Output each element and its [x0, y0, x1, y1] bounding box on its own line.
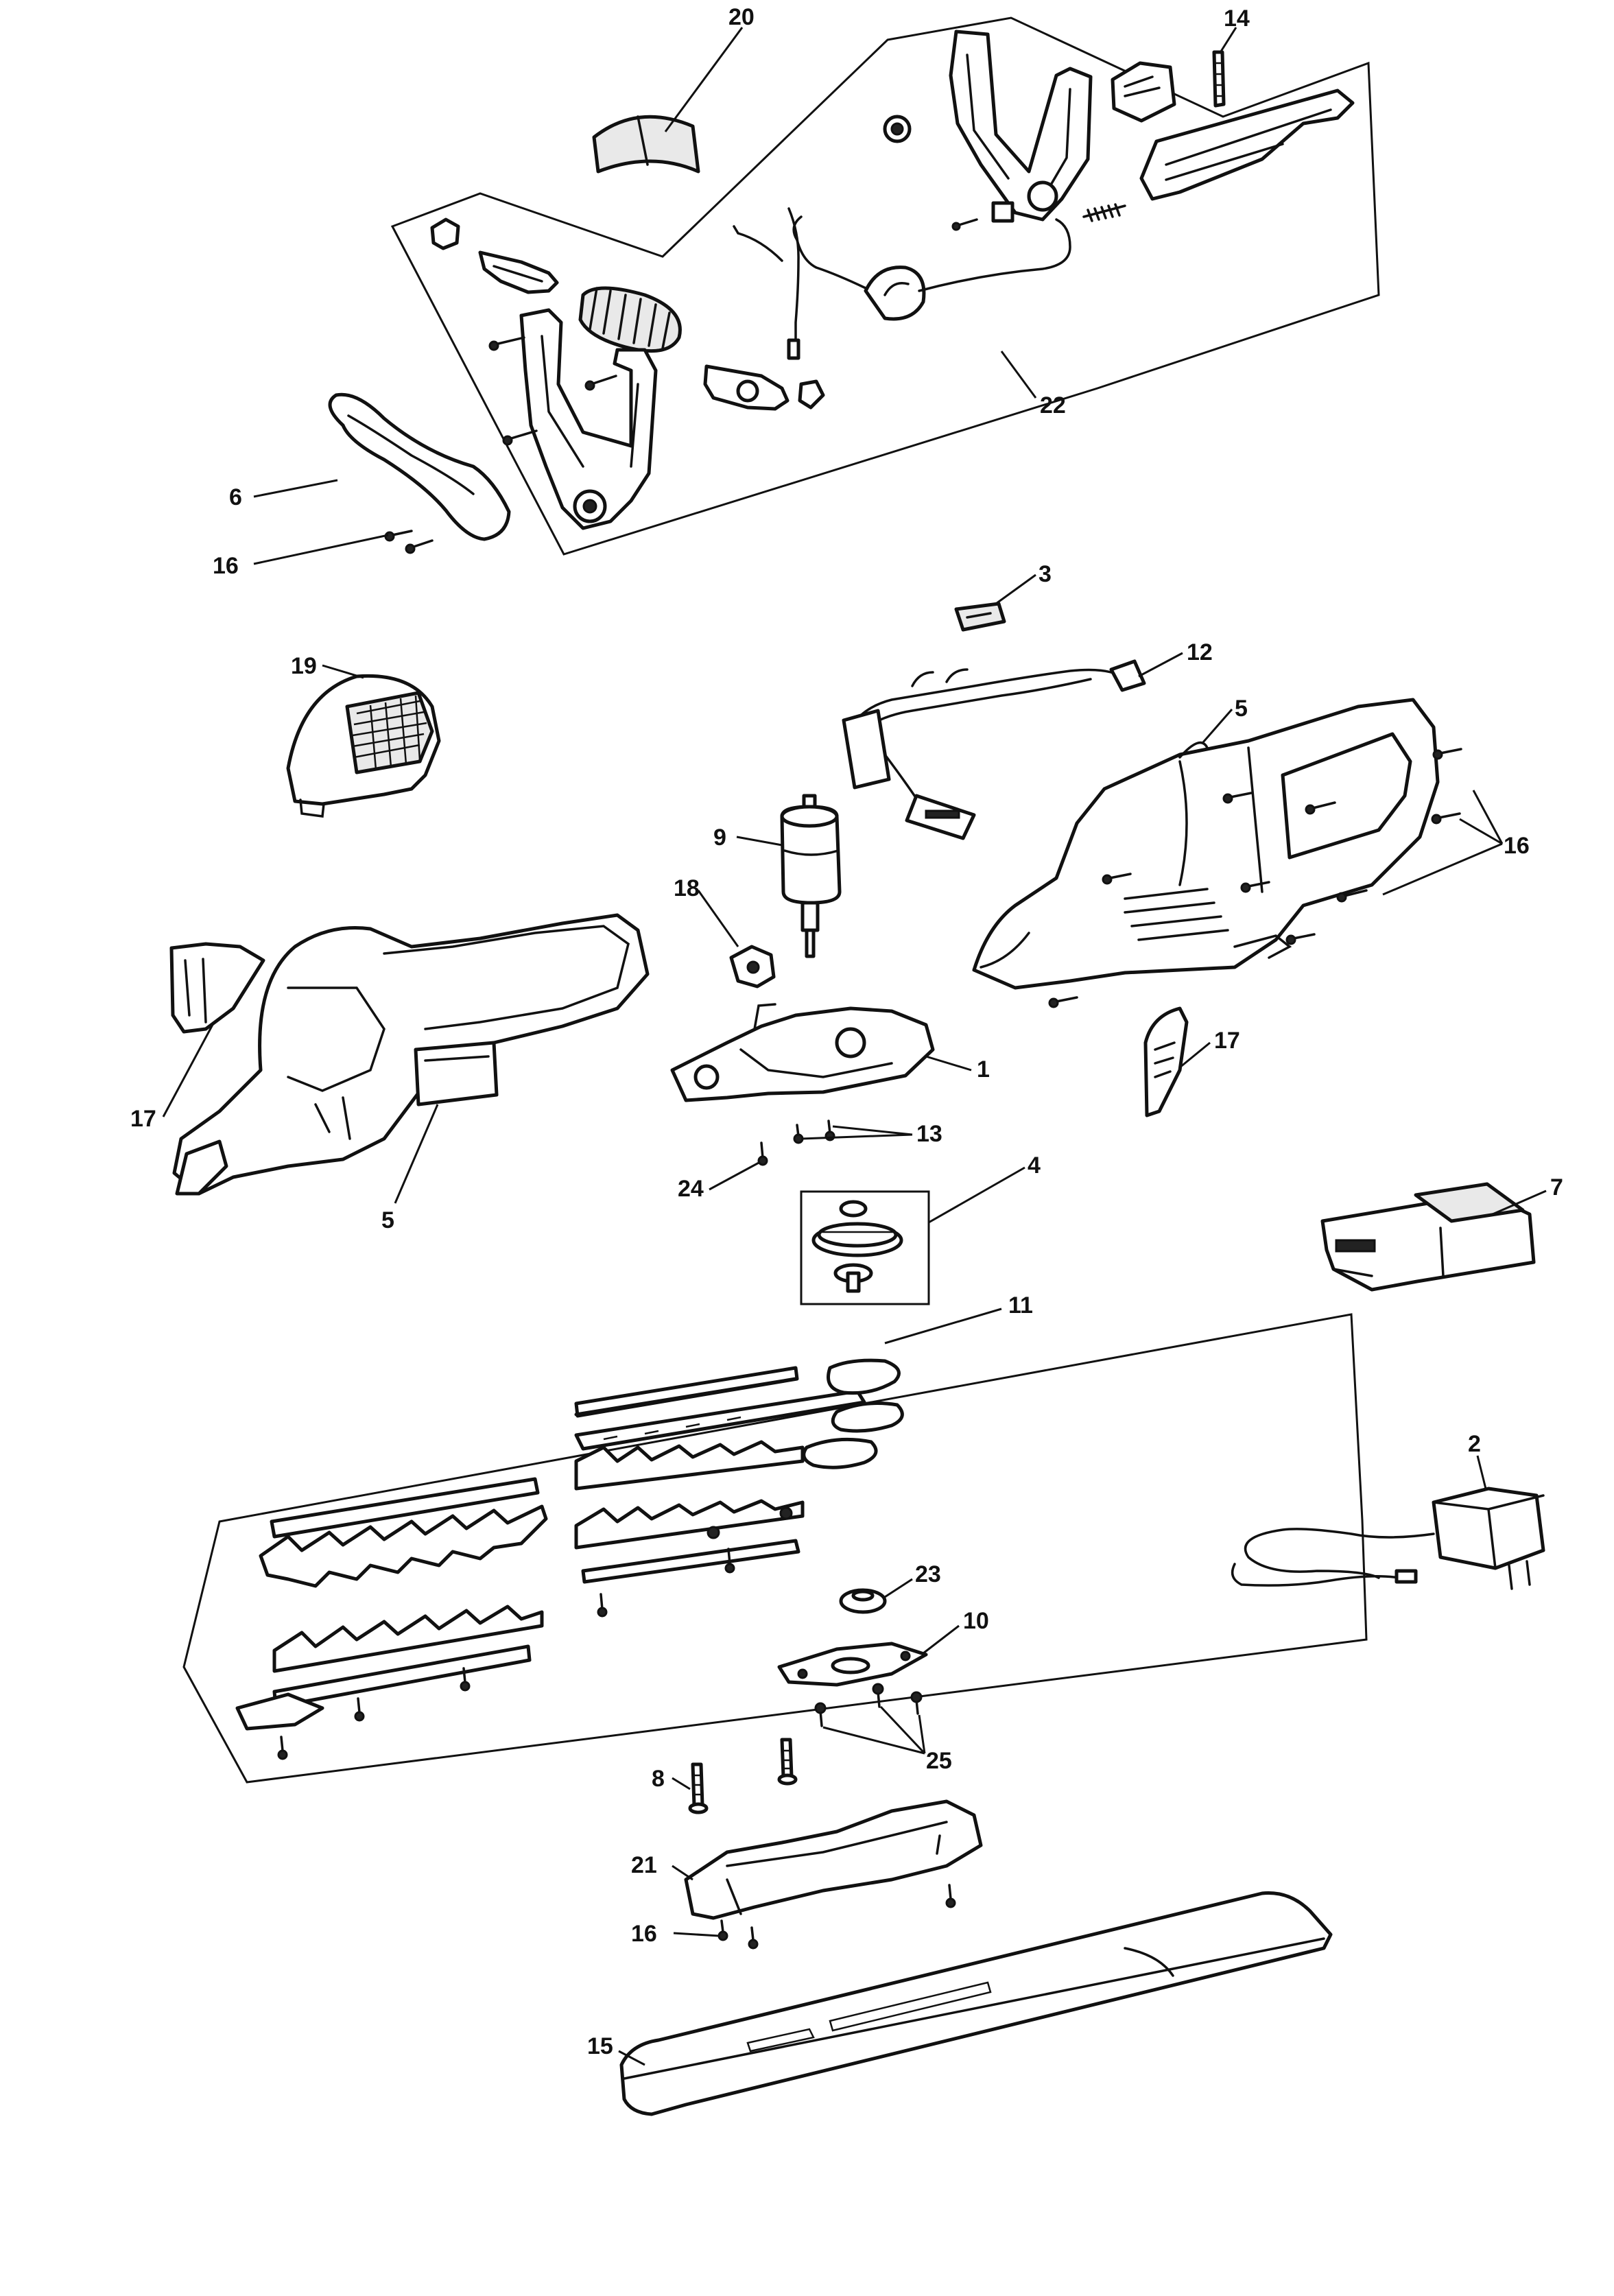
part-5-housing-left	[172, 913, 650, 1196]
part-9-motor	[780, 794, 842, 958]
callout-21: 21	[631, 1852, 657, 1878]
part-14-pin	[1212, 50, 1226, 108]
part-3-micro-switch	[954, 602, 1006, 632]
part-17-cover-right	[1143, 1006, 1189, 1117]
part-23-washer	[839, 1588, 887, 1614]
callout-16b: 16	[1504, 833, 1530, 859]
part-16-screws-top	[384, 530, 434, 554]
callout-labels: 20 14 22 6 16 3 12 19 5 16 9 18 1 17 17 …	[130, 4, 1563, 2059]
part-25-screws	[814, 1683, 923, 1727]
callout-17a: 17	[130, 1106, 156, 1132]
assembly-11-blade-set	[235, 1358, 904, 1760]
part-16-screws-bottom	[717, 1919, 759, 1950]
part-7-battery-pack	[1320, 1182, 1536, 1292]
part-21-lower-housing	[684, 1799, 983, 1920]
part-15-blade-guard	[619, 1891, 1333, 2116]
assembly-22-parts	[430, 29, 1355, 530]
callout-25: 25	[926, 1748, 952, 1774]
callout-15: 15	[587, 2033, 613, 2059]
callout-14: 14	[1224, 5, 1250, 32]
callout-12: 12	[1187, 639, 1213, 665]
callout-1: 1	[977, 1056, 990, 1082]
callout-5a: 5	[1235, 696, 1248, 722]
leader-lines	[162, 27, 1547, 2066]
part-18-clip	[729, 945, 776, 989]
callout-24: 24	[678, 1176, 704, 1202]
gear-kit-4-frame	[800, 1190, 930, 1305]
callout-5b: 5	[381, 1207, 394, 1233]
part-4-gear-kit	[811, 1200, 903, 1293]
part-5-housing-right	[972, 698, 1440, 990]
part-10-plate	[777, 1642, 928, 1687]
part-19-battery-cover	[286, 674, 441, 818]
assembly-11-frame	[182, 1313, 1368, 1784]
part-8-bolts	[688, 1738, 798, 1814]
callout-16a: 16	[213, 553, 239, 579]
part-24-screw	[757, 1141, 768, 1166]
callout-18: 18	[674, 875, 700, 901]
callout-17b: 17	[1214, 1028, 1240, 1054]
part-13-screws	[793, 1120, 835, 1144]
part-20-handle-cover	[592, 115, 700, 174]
part-12-wiring-harness	[842, 659, 1146, 840]
callout-8: 8	[652, 1766, 665, 1792]
part-16-screws-right	[1048, 748, 1462, 1008]
callout-20: 20	[728, 4, 755, 30]
part-1-gearbox-housing	[670, 1003, 935, 1102]
callout-16c: 16	[631, 1921, 657, 1947]
callout-3: 3	[1039, 561, 1052, 587]
callout-4: 4	[1028, 1152, 1041, 1179]
callout-19: 19	[291, 653, 317, 679]
part-2-charger	[1231, 1487, 1545, 1590]
part-17-cover-left	[169, 942, 265, 1034]
callout-13: 13	[916, 1121, 942, 1147]
callout-2: 2	[1468, 1431, 1481, 1457]
callout-7: 7	[1550, 1174, 1563, 1200]
callout-9: 9	[713, 825, 726, 851]
callout-23: 23	[915, 1561, 941, 1587]
callout-22: 22	[1040, 392, 1066, 418]
callout-10: 10	[963, 1608, 989, 1634]
callout-11: 11	[1008, 1292, 1033, 1318]
callout-6: 6	[229, 484, 242, 510]
part-6-strap	[328, 392, 511, 541]
